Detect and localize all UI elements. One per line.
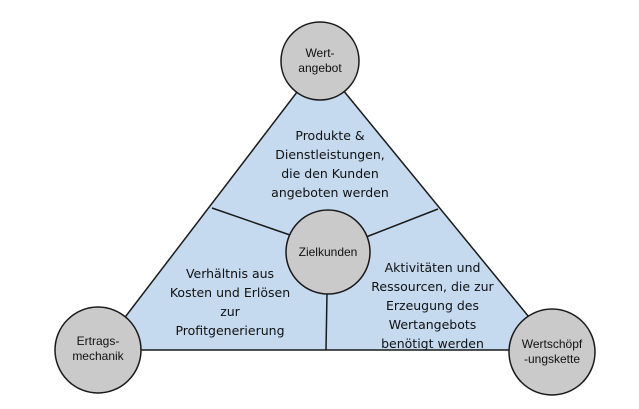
divider-right [365,208,439,238]
node-left-circle [54,306,142,394]
section-right-text: Aktivitäten und Ressourcen, die zur Erze… [371,260,494,351]
node-top-circle [280,21,360,101]
triangle-body [98,60,558,351]
node-top-label: Wert- angebot [298,46,342,75]
node-right-circle [508,308,596,396]
node-center-label: Zielkunden [298,245,358,259]
section-left-text: Verhältnis aus Kosten und Erlösen zur Pr… [169,266,291,338]
node-left-label: Ertrags- mechanik [72,334,124,363]
node-right-label: Wertschöpf -ungskette [521,337,583,366]
section-top-text: Produkte & Dienstleistungen, die den Kun… [271,128,389,200]
divider-bottom [325,292,328,351]
divider-left [211,207,291,236]
node-center-circle [285,209,371,295]
